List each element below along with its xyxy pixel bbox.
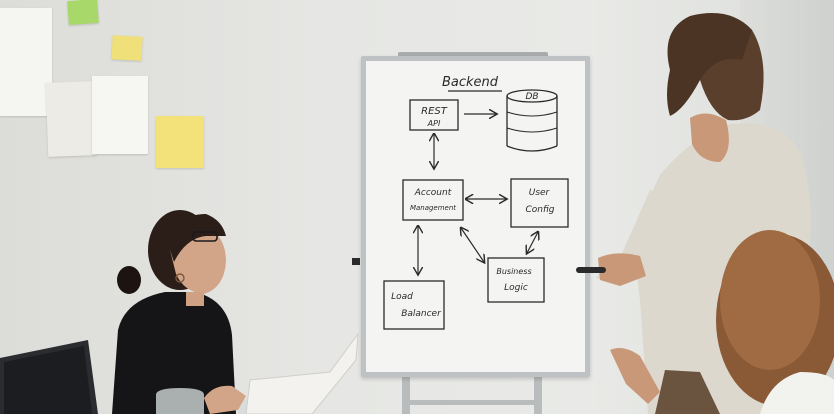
paper-sheet-middle bbox=[92, 76, 148, 154]
marker-pen bbox=[576, 267, 606, 273]
account-management-box bbox=[402, 179, 464, 221]
arrow-account-business bbox=[461, 228, 484, 262]
user-config-box bbox=[510, 178, 569, 228]
rest-api-label-1: REST bbox=[421, 106, 448, 117]
flipchart-board bbox=[361, 56, 590, 377]
business-logic-box bbox=[487, 257, 545, 303]
account-management-label-2: Management bbox=[410, 204, 456, 212]
user-config-label-1: User bbox=[529, 188, 551, 198]
db-label: DB bbox=[525, 92, 538, 102]
load-balancer-label-1: Load bbox=[391, 292, 413, 302]
rest-api-box bbox=[409, 99, 459, 131]
user-config-label-2: Config bbox=[525, 205, 554, 215]
sticky-note-yellow-large bbox=[156, 116, 204, 168]
rest-api-label-2: API bbox=[427, 119, 441, 128]
held-paper bbox=[204, 332, 359, 414]
paper-sheet-left bbox=[0, 8, 52, 116]
board-side-clip-left bbox=[352, 258, 360, 265]
db-cylinder bbox=[506, 89, 558, 152]
business-logic-label-2: Logic bbox=[504, 283, 528, 293]
load-balancer-label-2: Balancer bbox=[401, 309, 442, 319]
easel-crossbar bbox=[410, 400, 534, 405]
whiteboard-title: Backend bbox=[442, 75, 499, 90]
arrow-userconfig-business bbox=[527, 232, 538, 253]
business-logic-label-1: Business bbox=[496, 267, 531, 276]
easel-leg-left bbox=[402, 376, 410, 414]
load-balancer-box bbox=[383, 280, 445, 330]
account-management-label-1: Account bbox=[414, 188, 452, 198]
easel-leg-right bbox=[534, 376, 542, 414]
laptop bbox=[0, 340, 98, 414]
woman-right bbox=[610, 230, 834, 414]
woman-left bbox=[112, 210, 236, 414]
